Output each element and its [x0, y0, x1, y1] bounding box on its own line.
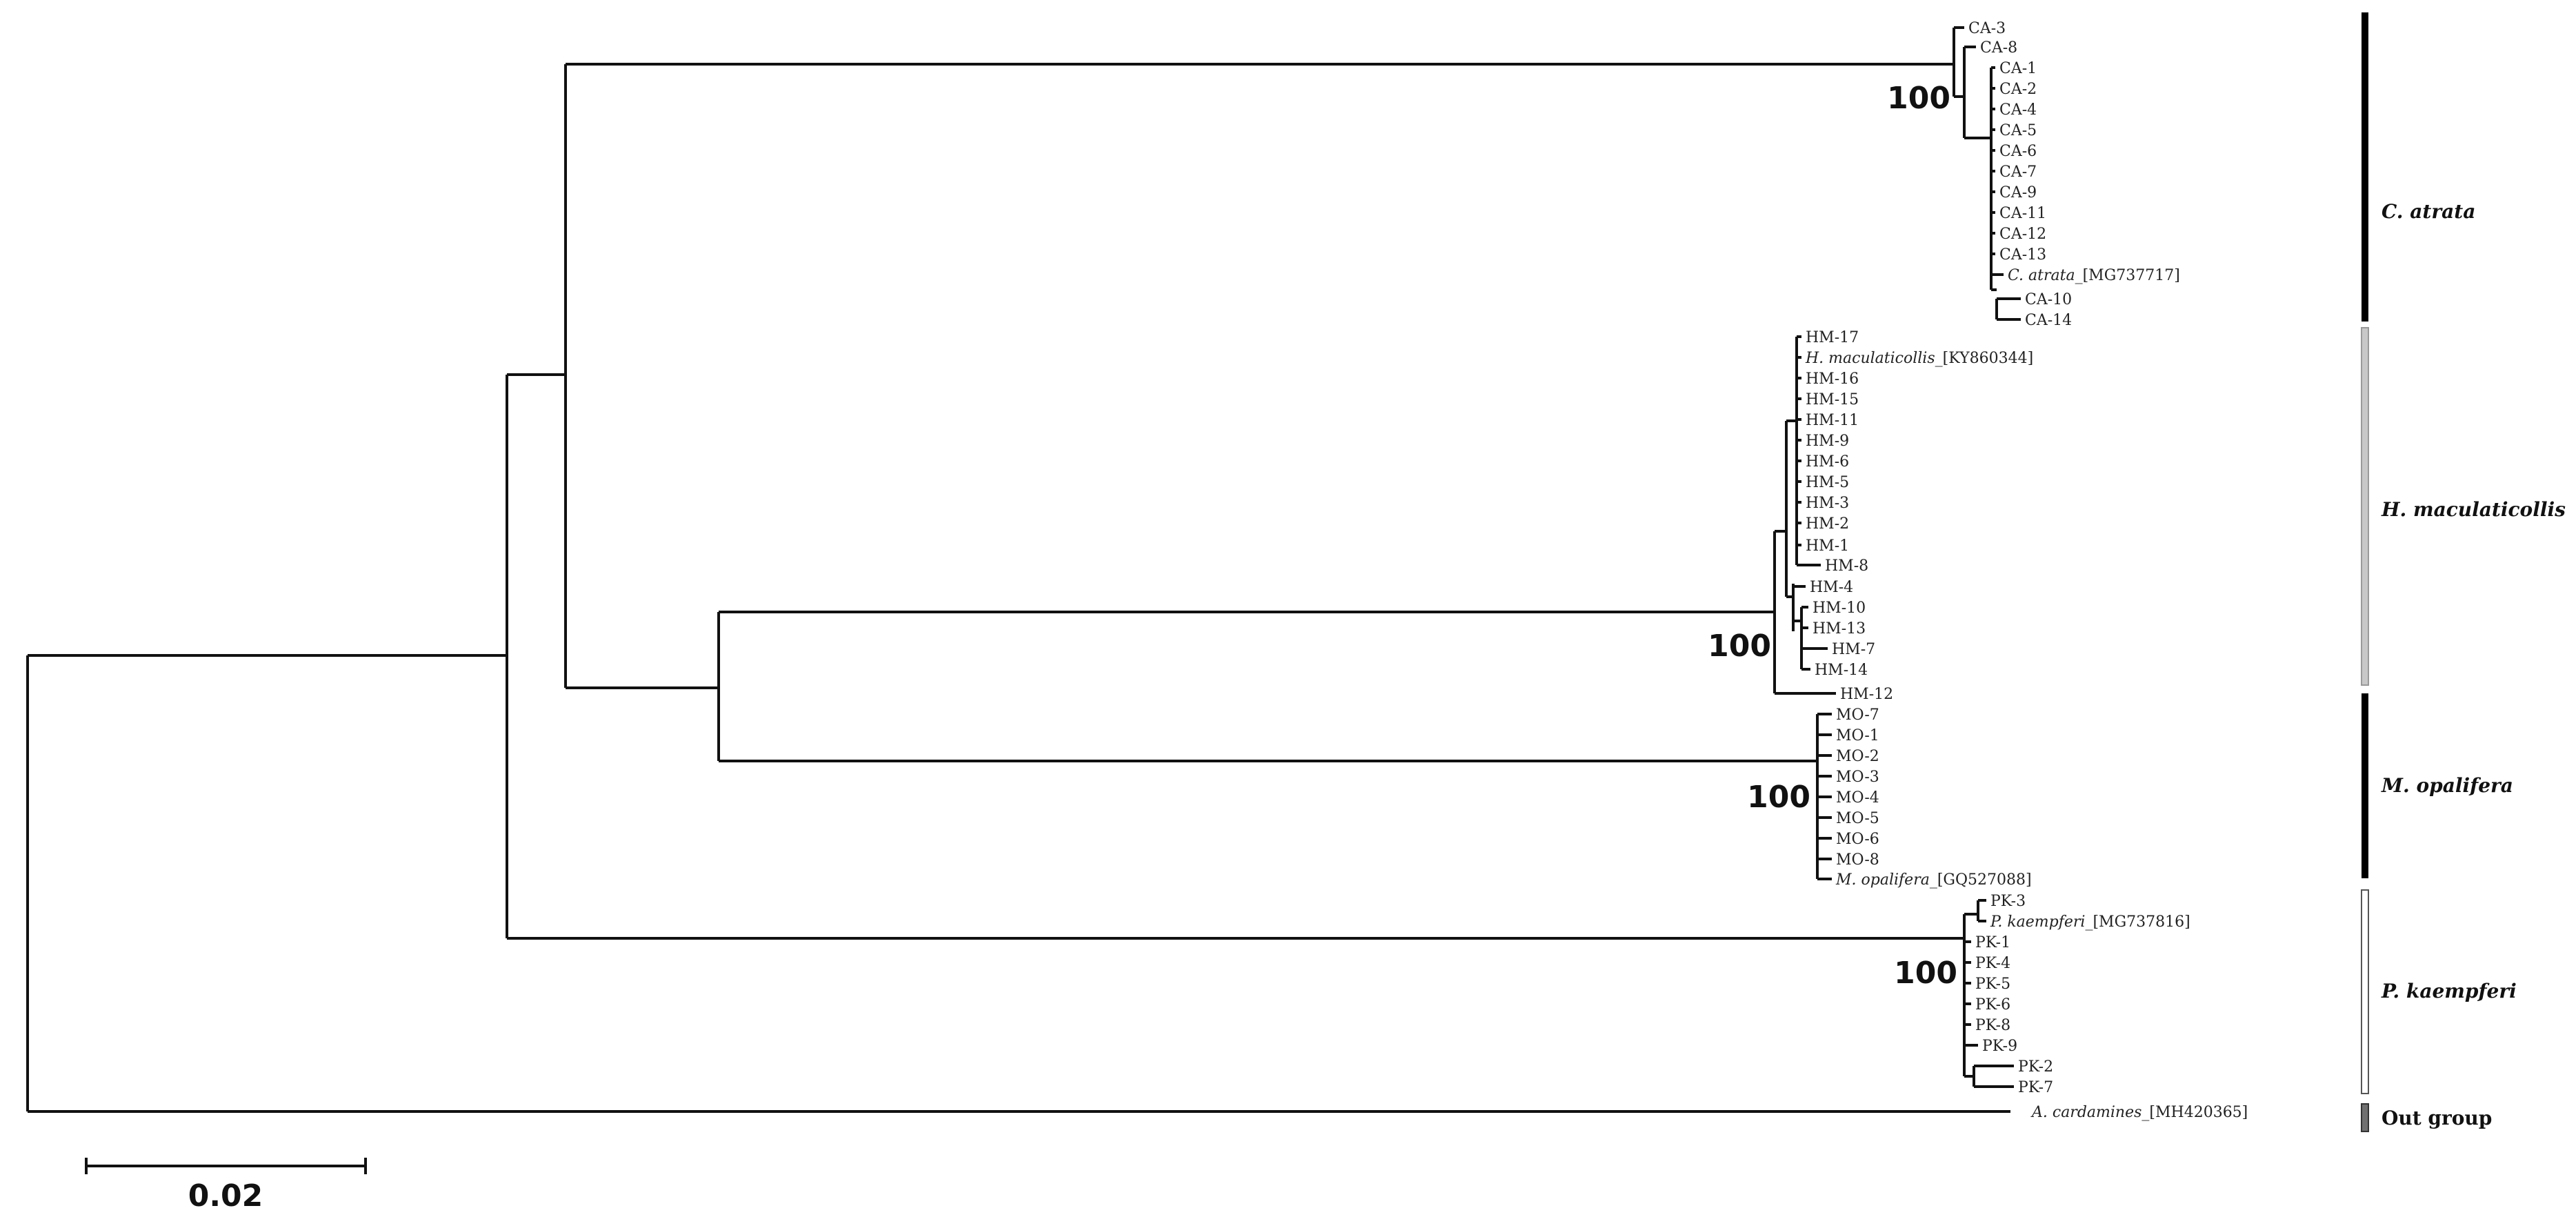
tip-label: PK-3 [1990, 893, 2026, 910]
clade-label-m-opalifera: M. opalifera [2381, 774, 2513, 797]
clade-bar-c-atrata [2362, 12, 2368, 322]
clade-legend: C. atrata H. maculaticollis M. opalifera… [2361, 12, 2566, 1132]
clade-bar-outgroup [2361, 1103, 2369, 1132]
tip-label: PK-1 [1975, 934, 2010, 951]
tip-label: MO-5 [1836, 810, 1879, 827]
tip-label: MO-6 [1836, 831, 1879, 848]
clade-label-h-maculaticollis: H. maculaticollis [2381, 498, 2566, 521]
bootstrap-values: 100 100 100 100 [1708, 81, 1957, 991]
clade-bar-m-opalifera [2362, 693, 2368, 878]
tip-label: HM-2 [1806, 515, 1849, 533]
tip-label: CA-6 [1999, 143, 2037, 160]
tip-label: CA-12 [1999, 226, 2046, 243]
tip-label: PK-6 [1975, 996, 2010, 1014]
bootstrap-value-c-atrata: 100 [1887, 81, 1950, 116]
tip-label: HM-12 [1840, 686, 1893, 703]
tip-label-reference: M. opalifera_[GQ527088] [1835, 871, 2032, 889]
tip-label: PK-5 [1975, 976, 2010, 993]
tip-label: CA-4 [1999, 101, 2037, 119]
bootstrap-value-h-maculaticollis: 100 [1708, 629, 1771, 664]
tip-label: PK-9 [1982, 1038, 2017, 1055]
scale-bar: 0.02 [85, 1158, 367, 1214]
tip-label-reference: P. kaempferi_[MG737816] [1990, 913, 2190, 931]
tip-label: HM-6 [1806, 453, 1849, 471]
clade-bar-p-kaempferi [2361, 889, 2369, 1094]
tip-label: HM-16 [1806, 370, 1859, 388]
clade-label-outgroup: Out group [2382, 1107, 2492, 1129]
tip-label: MO-7 [1836, 706, 1879, 724]
tip-label: CA-13 [1999, 246, 2046, 264]
tip-label-reference: H. maculaticollis_[KY860344] [1805, 350, 2033, 367]
tip-label: HM-9 [1806, 433, 1849, 450]
bootstrap-value-p-kaempferi: 100 [1894, 956, 1957, 991]
tip-label: CA-14 [2025, 312, 2072, 329]
tip-label: MO-1 [1836, 727, 1879, 744]
tip-label: CA-3 [1968, 20, 2006, 37]
tip-label: MO-3 [1836, 769, 1879, 786]
tip-label: MO-2 [1836, 748, 1879, 765]
tip-label: HM-10 [1813, 600, 1866, 617]
tip-label: CA-10 [2025, 291, 2072, 308]
tip-label: HM-7 [1832, 641, 1875, 658]
scale-bar-label: 0.02 [188, 1178, 263, 1214]
tip-label: CA-7 [1999, 164, 2037, 181]
clade-bar-h-maculaticollis [2361, 327, 2369, 686]
tip-label: HM-4 [1810, 579, 1853, 596]
tip-label: HM-11 [1806, 412, 1859, 429]
tip-label-reference: A. cardamines_[MH420365] [2030, 1104, 2248, 1121]
tip-label: MO-4 [1836, 789, 1879, 807]
tip-label: PK-7 [2018, 1079, 2053, 1096]
tip-label: HM-17 [1806, 329, 1859, 346]
clade-label-c-atrata: C. atrata [2382, 200, 2475, 223]
tip-label: CA-9 [1999, 184, 2037, 201]
tip-labels: CA-3 CA-8 CA-1 CA-2 CA-4 CA-5 CA-6 CA-7 … [1805, 20, 2248, 1121]
tip-label: CA-8 [1980, 39, 2017, 57]
scale-bar-line [85, 1158, 367, 1174]
tip-label: HM-5 [1806, 474, 1849, 491]
tip-label: HM-15 [1806, 391, 1859, 408]
tip-label: CA-5 [1999, 122, 2037, 139]
tip-label: MO-8 [1836, 851, 1879, 869]
bootstrap-value-m-opalifera: 100 [1747, 780, 1810, 815]
tip-label: HM-3 [1806, 495, 1849, 512]
clade-label-p-kaempferi: P. kaempferi [2381, 980, 2517, 1002]
tip-label: CA-1 [1999, 60, 2037, 77]
tip-label: CA-2 [1999, 81, 2037, 98]
tip-label: PK-8 [1975, 1017, 2010, 1034]
tip-label: HM-14 [1815, 662, 1868, 679]
tip-label: PK-2 [2018, 1058, 2053, 1076]
tip-label: HM-8 [1825, 557, 1868, 575]
tree-branches [26, 26, 2021, 1113]
tip-label-reference: C. atrata_[MG737717] [2008, 267, 2180, 284]
tip-label: HM-13 [1813, 620, 1866, 637]
tip-label: HM-1 [1806, 537, 1849, 555]
tip-label: PK-4 [1975, 955, 2010, 972]
tip-label: CA-11 [1999, 205, 2046, 222]
